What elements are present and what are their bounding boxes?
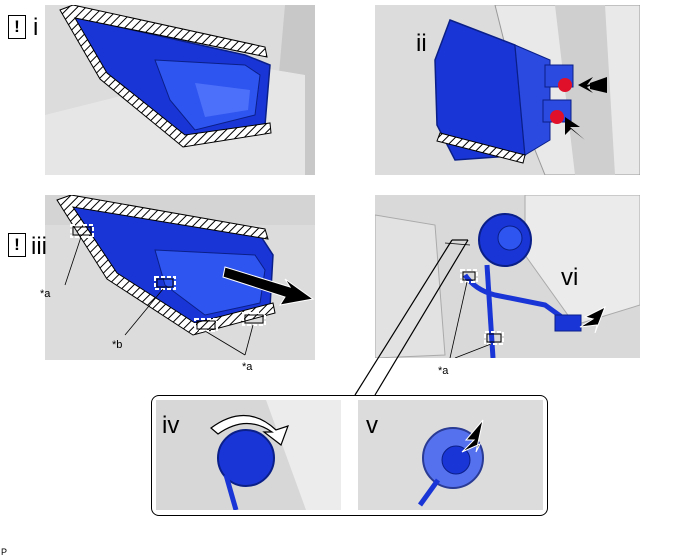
clip-marker-a3 <box>242 312 266 326</box>
step-label-i: i <box>33 14 39 41</box>
wire-harness <box>462 273 572 326</box>
rotation-arrow <box>210 414 289 446</box>
panel-iv-illustration <box>156 400 341 510</box>
panel-vi-illustration <box>375 195 640 358</box>
panel-step-ii <box>375 5 640 175</box>
arrow-lower <box>565 117 585 140</box>
connector-arrow <box>579 305 606 334</box>
panel-iii-illustration <box>45 195 315 356</box>
callout-b: *b <box>112 339 123 351</box>
figure-code: P <box>1 547 8 557</box>
panel-step-v <box>358 400 543 510</box>
clip-highlight-upper <box>558 78 572 92</box>
clip-marker-a1 <box>460 269 478 283</box>
panel-step-vi <box>375 195 640 358</box>
clip-marker-a2 <box>484 331 504 345</box>
step-label-iii: iii <box>31 233 47 260</box>
detail-inset: iv v <box>151 395 548 516</box>
clip-marker-b <box>154 276 176 290</box>
panel-step-iv <box>156 400 341 510</box>
connector <box>554 314 582 332</box>
arrow-upper-body <box>590 77 607 93</box>
clip-marker-a1 <box>70 224 94 238</box>
panel-v-illustration <box>358 400 543 510</box>
callout-a: *a <box>40 288 51 300</box>
clip-marker-a2 <box>194 318 218 332</box>
panel-step-i <box>45 5 315 175</box>
step-label-ii: ii <box>416 30 427 57</box>
step-label-vi: vi <box>561 264 579 291</box>
hatched-cut-edge <box>59 5 272 148</box>
panel-ii-illustration <box>434 5 640 175</box>
step-label-v: v <box>366 412 378 439</box>
panel-i-illustration <box>45 5 315 175</box>
clip-highlight-lower <box>550 110 564 124</box>
release-arrow <box>461 419 484 453</box>
bulb-socket <box>217 429 275 487</box>
warning-icon: ! <box>8 233 26 257</box>
panel-step-iii <box>45 195 315 360</box>
step-label-iv: iv <box>162 412 180 439</box>
removal-arrow <box>222 266 315 306</box>
warning-icon: ! <box>8 15 26 39</box>
callout-a: *a <box>438 365 449 377</box>
callout-a: *a <box>242 361 253 373</box>
